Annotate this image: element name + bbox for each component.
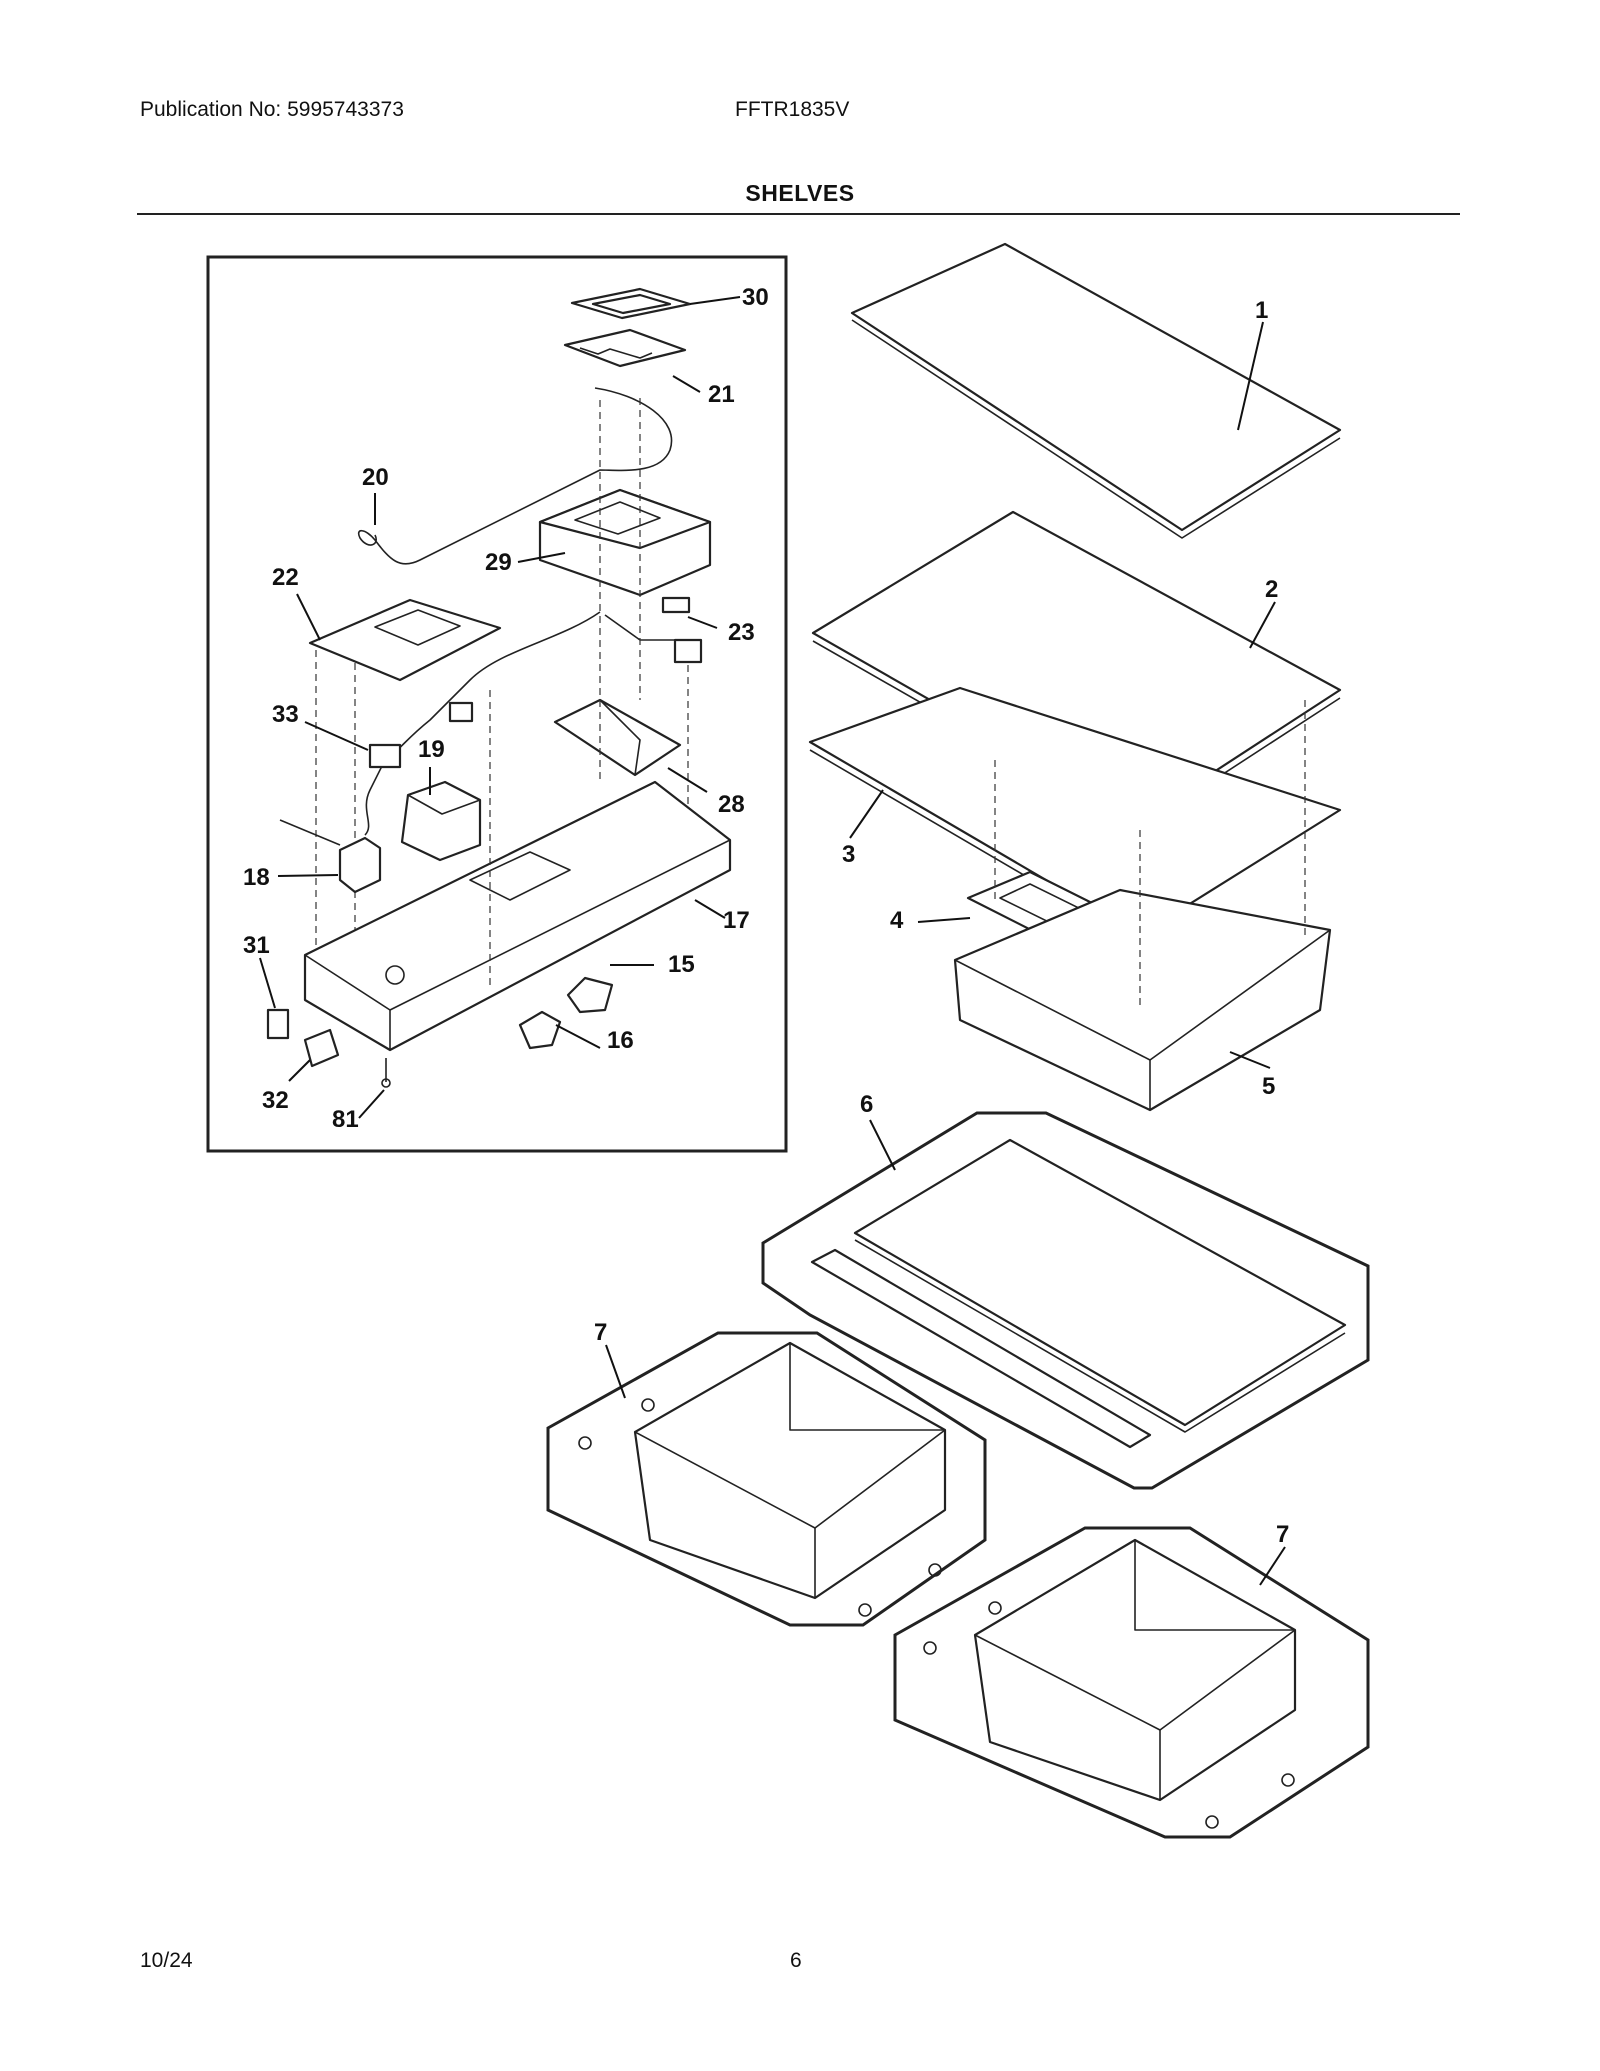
- callout-23: 23: [728, 619, 755, 646]
- part-18-switch: [279, 819, 382, 894]
- callout-21: 21: [708, 381, 735, 408]
- callout-31: 31: [243, 932, 270, 959]
- part-30-frame: [570, 287, 692, 320]
- inset-frame: [206, 255, 788, 1153]
- part-6-crisper-frame-assembly: [761, 1111, 1370, 1490]
- part-20-wire: [357, 387, 673, 565]
- part-7-drawer-right: [893, 1526, 1370, 1839]
- model-number: FFTR1835V: [735, 98, 850, 121]
- callout-15: 15: [668, 951, 695, 978]
- callout-18: 18: [243, 864, 270, 891]
- callout-17: 17: [723, 907, 750, 934]
- callout-1: 1: [1255, 297, 1268, 324]
- part-29-housing: [538, 488, 712, 597]
- part-1-shelf: [850, 242, 1342, 539]
- callout-3: 3: [842, 841, 855, 868]
- callout-30: 30: [742, 284, 769, 311]
- part-28-chute: [553, 698, 682, 777]
- leader-lines: [259, 296, 1286, 1586]
- callout-33: 33: [272, 701, 299, 728]
- section-title: SHELVES: [745, 180, 855, 206]
- callout-2: 2: [1265, 576, 1278, 603]
- callout-7-left: 7: [594, 1319, 607, 1346]
- callout-20: 20: [362, 464, 389, 491]
- part-17-dispenser-base: [303, 398, 732, 1052]
- part-33-wire-harness: [364, 611, 601, 836]
- callout-19: 19: [418, 736, 445, 763]
- part-32-button: [303, 1028, 340, 1068]
- publication-number: Publication No: 5995743373: [140, 98, 404, 121]
- part-15-lamp: [566, 976, 614, 1014]
- callout-22: 22: [272, 564, 299, 591]
- callout-7-right: 7: [1276, 1521, 1289, 1548]
- part-23-connector: [604, 596, 703, 810]
- header-rule: [137, 213, 1460, 215]
- footer-date: 10/24: [140, 1949, 193, 1972]
- callout-16: 16: [607, 1027, 634, 1054]
- part-7-drawer-left: [546, 1331, 987, 1627]
- callout-6: 6: [860, 1091, 873, 1118]
- part-81-screw: [381, 1058, 391, 1088]
- part-31-clip: [266, 1008, 290, 1040]
- part-19-motor: [400, 780, 482, 862]
- callout-28: 28: [718, 791, 745, 818]
- callout-81: 81: [332, 1106, 359, 1133]
- part-21-bracket: [563, 328, 687, 368]
- page-number: 6: [790, 1949, 802, 1972]
- callout-labels: 30 21 20 29 22 23 33 19 28 18 17 31 15 1…: [243, 284, 1289, 1548]
- callout-29: 29: [485, 549, 512, 576]
- callout-32: 32: [262, 1087, 289, 1114]
- part-16-socket: [518, 1010, 562, 1050]
- callout-5: 5: [1262, 1073, 1275, 1100]
- callout-4: 4: [890, 907, 904, 934]
